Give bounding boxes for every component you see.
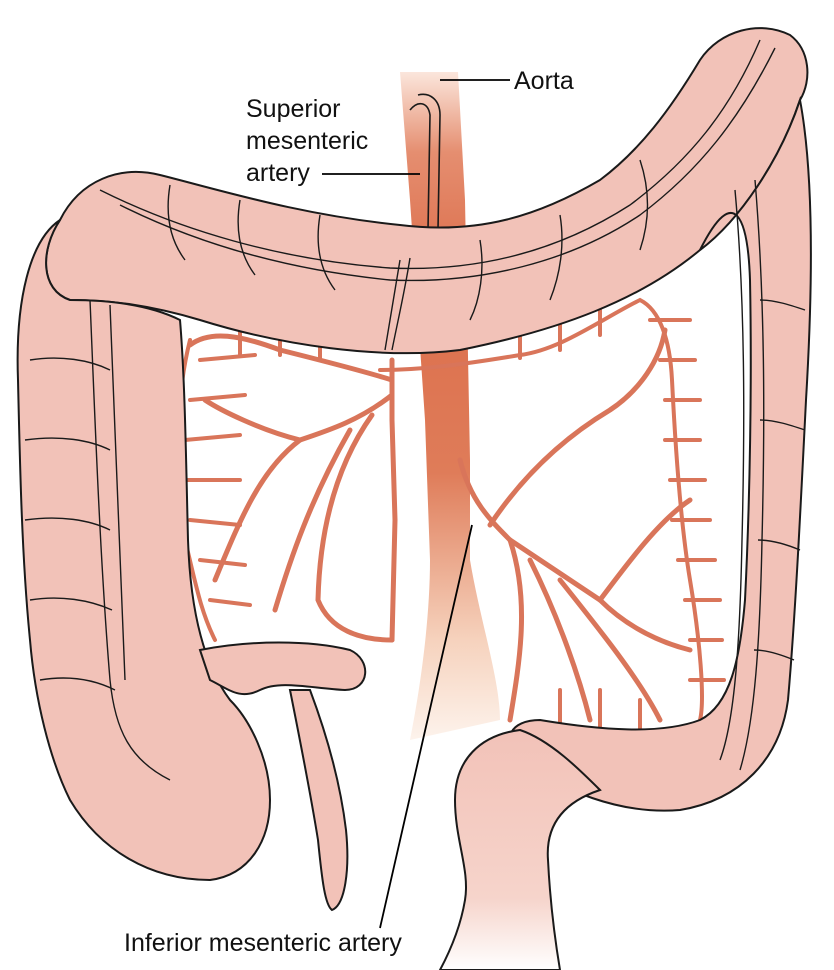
colon-haustra <box>24 39 806 781</box>
large-intestine <box>16 27 812 970</box>
sma-label-line-2: mesenteric <box>246 127 369 155</box>
superior-mesenteric-artery <box>187 333 398 643</box>
leader-lines <box>322 79 510 929</box>
superior-mesenteric-artery-label: Superior mesenteric artery <box>246 94 368 190</box>
inferior-mesenteric-artery <box>457 327 693 723</box>
ima-leader-line <box>379 524 473 929</box>
sma-label-line-3: artery <box>246 159 310 187</box>
sma-label-line-1: Superior <box>246 95 341 123</box>
aorta <box>400 72 500 740</box>
inferior-mesenteric-artery-label: Inferior mesenteric artery <box>124 929 402 957</box>
aorta-label: Aorta <box>514 67 574 95</box>
